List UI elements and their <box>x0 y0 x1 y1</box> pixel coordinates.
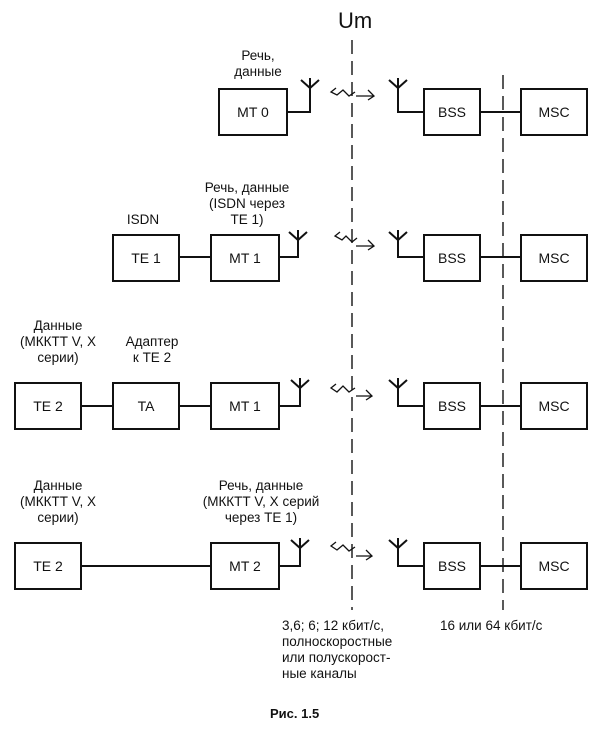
row-2-links <box>180 230 520 258</box>
msc-box-row-3: MSC <box>520 382 588 430</box>
te2-box-row-3: TE 2 <box>14 382 82 430</box>
te2-box-row-4: TE 2 <box>14 542 82 590</box>
um-interface-label: Um <box>338 8 373 33</box>
te1-box: TE 1 <box>112 234 180 282</box>
row-3-links <box>82 378 520 407</box>
figure-caption: Рис. 1.5 <box>270 706 320 721</box>
row-1-links <box>288 78 520 113</box>
row-3-data-label: Данные (МККТТ V, X серии) <box>20 318 96 365</box>
row-2-device-label: Речь, данные (ISDN через TE 1) <box>204 180 290 227</box>
msc-box-row-2: MSC <box>520 234 588 282</box>
row-4-device-label: Речь, данные (МККТТ V, X серий через TE … <box>202 478 320 525</box>
mt0-box: MT 0 <box>218 88 288 136</box>
row-1-device-label: Речь, данные <box>234 48 282 79</box>
bss-box-row-3: BSS <box>423 382 481 430</box>
bss-box-row-4: BSS <box>423 542 481 590</box>
mt1-box-row-2: MT 1 <box>210 234 280 282</box>
msc-box-row-4: MSC <box>520 542 588 590</box>
adapter-label: Адаптер к TE 2 <box>125 334 179 365</box>
row-4-data-label: Данные (МККТТ V, X серии) <box>20 478 96 525</box>
row-4-links <box>82 538 520 567</box>
network-rate-note: 16 или 64 кбит/с <box>440 618 543 633</box>
ta-box: TA <box>112 382 180 430</box>
isdn-label: ISDN <box>126 212 160 227</box>
mt2-box: MT 2 <box>210 542 280 590</box>
bss-box-row-1: BSS <box>423 88 481 136</box>
mt1-box-row-3: MT 1 <box>210 382 280 430</box>
bss-box-row-2: BSS <box>423 234 481 282</box>
radio-rate-note: 3,6; 6; 12 кбит/с, полноскоростные или п… <box>282 618 393 681</box>
msc-box-row-1: MSC <box>520 88 588 136</box>
